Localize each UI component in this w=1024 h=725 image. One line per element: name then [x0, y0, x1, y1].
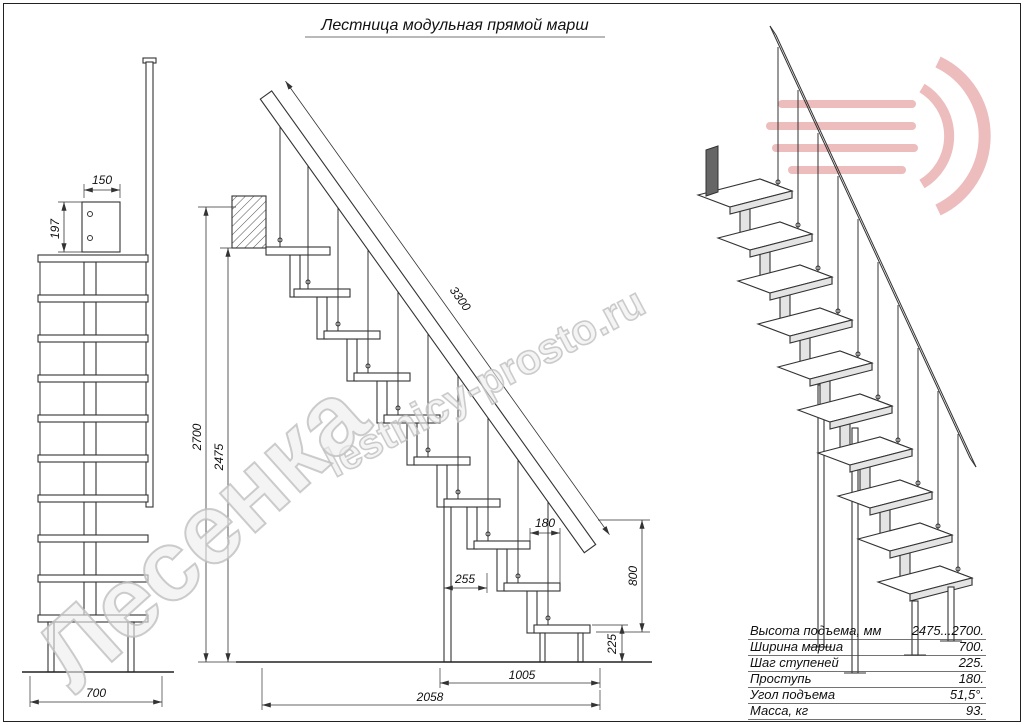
table-row: Масса, кг 93. — [748, 703, 986, 720]
brand-logo — [766, 56, 991, 216]
dim-1005-label: 1005 — [509, 668, 536, 682]
spec-value: 180. — [959, 671, 984, 686]
spec-label: Ширина марша — [750, 639, 843, 654]
dim-2058: 2058 — [261, 668, 601, 710]
dim-700-label: 700 — [86, 686, 106, 700]
drawing-title: Лестница модульная прямой марш — [305, 17, 605, 38]
isometric-view — [697, 25, 977, 674]
spec-label: Масса, кг — [750, 703, 809, 718]
dim-255: 255 — [443, 572, 488, 593]
spec-value: 93. — [966, 703, 984, 718]
table-row: Ширина марша 700. — [748, 639, 986, 656]
dim-197-label: 197 — [48, 218, 62, 239]
dim-225-label: 225 — [605, 634, 619, 655]
page-title: Лестница модульная прямой марш — [320, 17, 588, 34]
support-post — [443, 506, 452, 663]
table-row: Угол подъема 51,5°. — [748, 687, 986, 704]
table-row: Высота подъема, мм 2475...2700. — [748, 623, 986, 640]
dim-225: 225 — [592, 624, 628, 662]
handrail — [259, 90, 597, 554]
spec-label: Угол подъема — [749, 687, 835, 702]
dim-700: 700 — [29, 676, 163, 707]
dim-150: 150 — [83, 173, 121, 198]
dim-197: 197 — [48, 201, 84, 253]
dim-150-label: 150 — [92, 173, 112, 187]
spec-label: Шаг ступеней — [750, 655, 839, 670]
site-watermark: lestnicy-prosto.ru — [317, 278, 652, 486]
dim-800-label: 800 — [626, 566, 640, 586]
front-view: 150 197 700 — [22, 57, 174, 707]
dim-180-label: 180 — [535, 516, 555, 530]
dim-255-label: 255 — [454, 572, 475, 586]
spec-value: 225. — [958, 655, 984, 670]
table-row: Проступь 180. — [748, 671, 986, 688]
spec-value: 51,5°. — [950, 687, 984, 702]
dim-2700: 2700 — [190, 206, 240, 663]
dim-2058-label: 2058 — [416, 690, 444, 704]
spec-value: 2475...2700. — [911, 623, 984, 638]
iso-handrail — [769, 25, 977, 468]
dim-2475-label: 2475 — [212, 443, 226, 471]
dim-800: 800 — [596, 519, 650, 633]
page-frame — [3, 3, 1021, 722]
dim-1005: 1005 — [439, 668, 601, 688]
spec-table: Высота подъема, мм 2475...2700. Ширина м… — [748, 623, 986, 720]
spec-label: Высота подъема, мм — [750, 623, 881, 638]
dim-2475: 2475 — [212, 247, 266, 662]
wall-bracket — [705, 145, 719, 197]
dim-2700-label: 2700 — [190, 423, 204, 451]
spec-value: 700. — [959, 639, 984, 654]
wall-section — [231, 195, 267, 249]
dim-3300-label: 3300 — [447, 284, 474, 314]
spec-label: Проступь — [750, 671, 812, 686]
side-view: 3300 2700 2475 180 255 — [190, 80, 652, 710]
dim-180: 180 — [529, 516, 561, 583]
table-row: Шаг ступеней 225. — [748, 655, 986, 672]
